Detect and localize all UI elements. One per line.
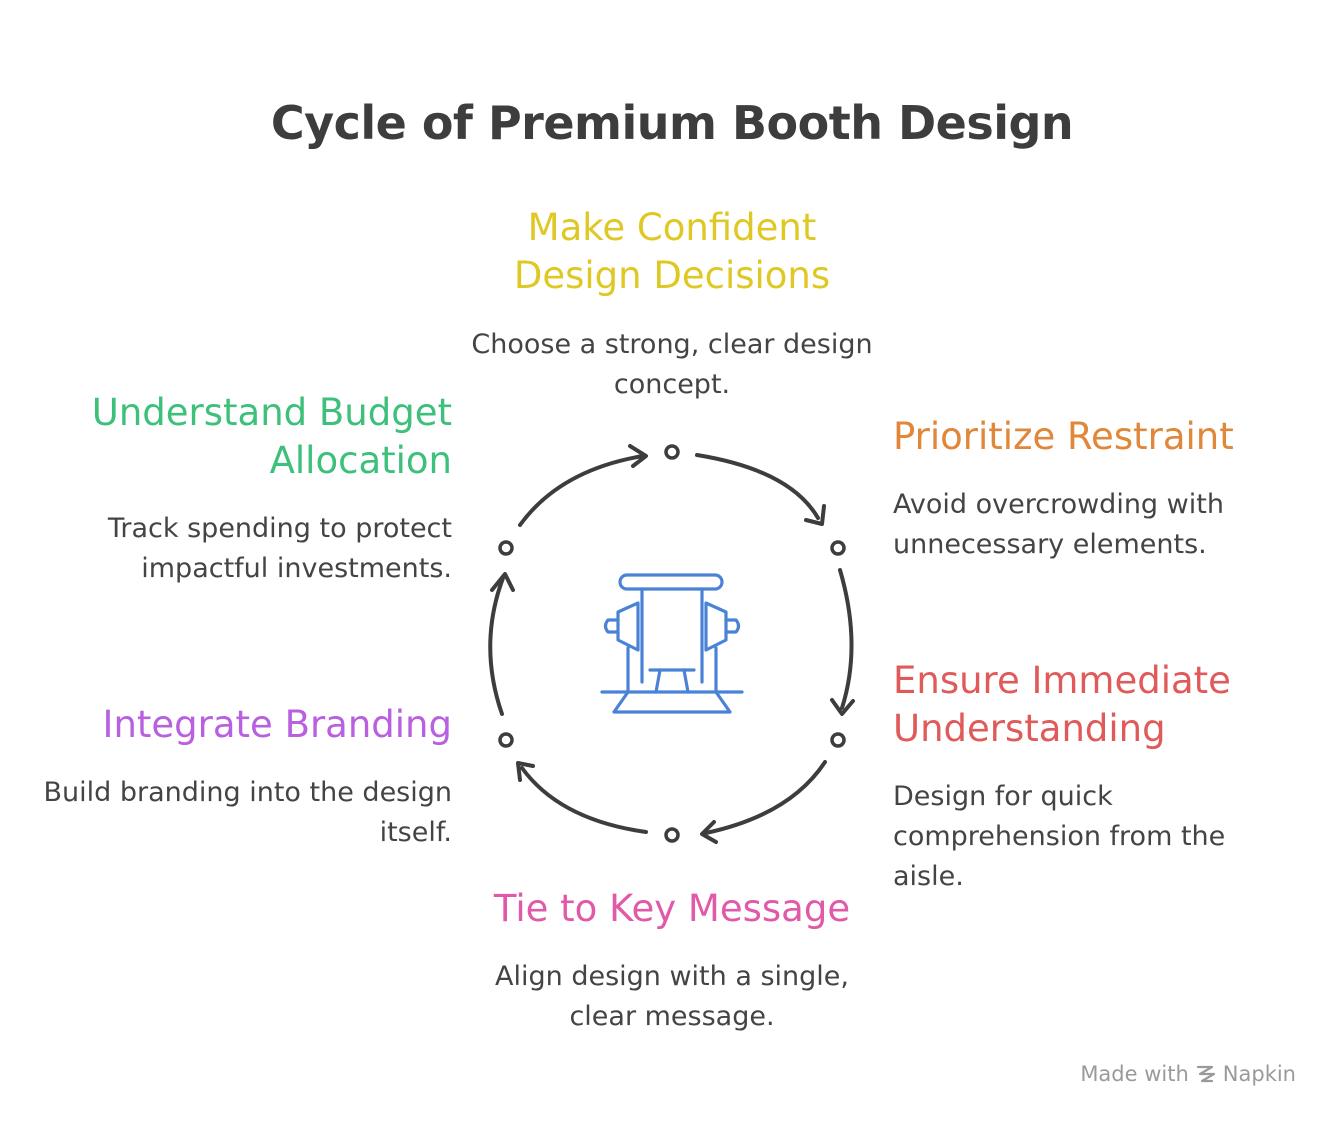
cycle-node	[830, 540, 846, 556]
step-title-key-message: Tie to Key Message	[452, 885, 892, 933]
cycle-node	[498, 732, 514, 748]
step-title-line: Understanding	[893, 707, 1166, 750]
step-desc-key-message: Align design with a single, clear messag…	[452, 957, 892, 1037]
step-title-immediate-understanding: Ensure Immediate Understanding	[893, 657, 1333, 753]
cycle-arrow	[488, 576, 505, 716]
step-title-integrate-branding: Integrate Branding	[12, 701, 452, 749]
arrowhead	[804, 504, 826, 526]
footer-attribution: Made with Napkin	[1080, 1062, 1296, 1086]
step-title-confident-decisions: Make Confident Design Decisions	[472, 204, 872, 300]
step-desc-line: Choose a strong, clear design	[471, 329, 873, 360]
arrowhead	[830, 698, 855, 716]
step-desc-line: Track spending to protect	[107, 513, 452, 544]
cycle-node	[664, 827, 680, 843]
step-desc-line: impactful investments.	[141, 553, 452, 584]
step-title-line: Ensure Immediate	[893, 659, 1231, 702]
step-title-line: Tie to Key Message	[493, 887, 851, 930]
step-title-line: Design Decisions	[513, 254, 831, 297]
arrowhead	[700, 820, 718, 844]
step-desc-integrate-branding: Build branding into the design itself.	[12, 773, 453, 853]
step-title-line: Understand Budget	[91, 391, 452, 434]
cycle-arrow	[520, 766, 648, 834]
cycle-node	[498, 540, 514, 556]
step-desc-line: itself.	[379, 817, 452, 848]
booth-icon	[600, 573, 744, 714]
cycle-node	[830, 732, 846, 748]
step-desc-line: unnecessary elements.	[893, 529, 1207, 560]
step-title-line: Allocation	[269, 439, 452, 482]
step-desc-line: Align design with a single,	[495, 961, 849, 992]
step-desc-prioritize-restraint: Avoid overcrowding with unnecessary elem…	[893, 485, 1333, 565]
cycle-arrow	[704, 760, 827, 835]
step-title-prioritize-restraint: Prioritize Restraint	[893, 413, 1333, 461]
step-title-line: Make Confident	[527, 206, 817, 249]
step-desc-confident-decisions: Choose a strong, clear design concept.	[452, 325, 892, 405]
step-desc-line: concept.	[613, 369, 731, 400]
footer-made-with: Made with	[1080, 1062, 1189, 1086]
step-desc-line: Avoid overcrowding with	[893, 489, 1224, 520]
step-desc-budget-allocation: Track spending to protect impactful inve…	[12, 509, 452, 589]
step-title-line: Integrate Branding	[102, 703, 452, 746]
cycle-arrow	[518, 454, 645, 527]
arrowhead	[516, 761, 535, 782]
step-desc-line: aisle.	[893, 861, 964, 892]
napkin-logo-icon	[1196, 1065, 1215, 1083]
step-desc-line: clear message.	[569, 1001, 775, 1032]
cycle-node	[664, 444, 680, 460]
cycle-arrow	[695, 453, 820, 520]
arrowhead	[490, 572, 515, 592]
footer-brand: Napkin	[1222, 1062, 1296, 1086]
step-title-line: Prioritize Restraint	[893, 415, 1234, 458]
step-desc-line: comprehension from the	[893, 821, 1226, 852]
cycle-arrow	[838, 568, 854, 710]
step-desc-immediate-understanding: Design for quick comprehension from the …	[893, 777, 1333, 897]
page-title: Cycle of Premium Booth Design	[270, 96, 1074, 150]
step-title-budget-allocation: Understand Budget Allocation	[12, 389, 452, 485]
step-desc-line: Build branding into the design	[43, 777, 453, 808]
arrowhead	[628, 444, 648, 468]
step-desc-line: Design for quick	[893, 781, 1113, 812]
